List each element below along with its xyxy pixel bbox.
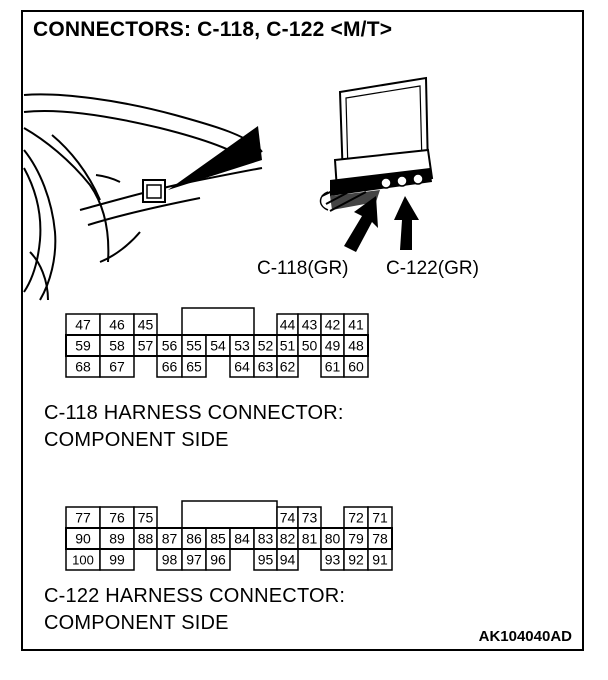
pin-number: 82 (280, 531, 296, 547)
pin-number: 98 (162, 552, 178, 568)
connector-key (181, 500, 278, 529)
callout-c118: C-118(GR) (257, 258, 349, 279)
pin-number: 93 (325, 552, 341, 568)
pin-number: 57 (138, 338, 154, 354)
pin-number: 62 (280, 359, 296, 375)
pin-number: 49 (325, 338, 341, 354)
pin-number: 97 (186, 552, 202, 568)
pin-number: 100 (72, 553, 94, 568)
pin-number: 92 (348, 552, 364, 568)
pin-number: 53 (234, 338, 250, 354)
pin-number: 78 (372, 531, 388, 547)
arrow-c118 (344, 196, 378, 252)
pin-number: 89 (109, 531, 125, 547)
pin-number: 85 (210, 531, 226, 547)
pin-number: 95 (258, 552, 274, 568)
pin-number: 90 (75, 531, 91, 547)
pin-number: 77 (75, 510, 91, 526)
pin-number: 50 (302, 338, 318, 354)
connector-c-122-pins: 77 76 75 74 73 72 71 90 89 88 87 86 85 84 83 82 81 80 79 78… (65, 500, 393, 571)
dashboard-illustration (23, 93, 263, 301)
connector-c-118-pins: 47 46 45 44 43 42 41 59 58 57 56 55 54 53 52 51 50 49 48 68… (65, 307, 369, 378)
pin-number: 56 (162, 338, 178, 354)
pin-number: 74 (280, 510, 296, 526)
figure-code: AK104040AD (478, 628, 572, 645)
pin-number: 76 (109, 510, 125, 526)
pin-number: 48 (348, 338, 364, 354)
pin-number: 81 (302, 531, 318, 547)
connector-outline (65, 334, 369, 357)
pin-number: 83 (258, 531, 274, 547)
pin-number: 45 (138, 317, 154, 333)
connector-c122-title-line2: COMPONENT SIDE (44, 612, 229, 634)
diagram-frame (21, 10, 584, 651)
pin-number: 71 (372, 510, 388, 526)
pin-number: 44 (280, 317, 296, 333)
pin-number: 58 (109, 338, 125, 354)
pin-number: 66 (162, 359, 178, 375)
pin-number: 75 (138, 510, 154, 526)
pin-number: 55 (186, 338, 202, 354)
connector-c122-title: C-122 HARNESS CONNECTOR: COMPONENT SIDE (44, 583, 345, 637)
pin-number: 79 (348, 531, 364, 547)
connector-c118-title-line1: C-118 HARNESS CONNECTOR: (44, 402, 344, 424)
pin-number: 47 (75, 317, 91, 333)
callout-c122: C-122(GR) (386, 258, 479, 279)
connector-c118-title-line2: COMPONENT SIDE (44, 429, 229, 451)
pin-number: 67 (109, 359, 125, 375)
pin-number: 52 (258, 338, 274, 354)
pin-number: 88 (138, 531, 154, 547)
connector-c122-title-line1: C-122 HARNESS CONNECTOR: (44, 585, 346, 607)
ecu-illustration (319, 76, 434, 212)
connector-c118-title: C-118 HARNESS CONNECTOR: COMPONENT SIDE (44, 400, 344, 454)
pin-number: 43 (302, 317, 318, 333)
pin-number: 80 (325, 531, 341, 547)
pin-number: 65 (186, 359, 202, 375)
pin-number: 91 (372, 552, 388, 568)
pin-number: 41 (348, 317, 364, 333)
page-title: CONNECTORS: C-118, C-122 <M/T> (33, 18, 393, 41)
pin-number: 46 (109, 317, 125, 333)
connector-outline (65, 527, 393, 550)
pin-number: 63 (258, 359, 274, 375)
pin-number: 64 (234, 359, 250, 375)
pin-number: 99 (109, 552, 125, 568)
connector-location-marker (142, 126, 262, 203)
pin-number: 59 (75, 338, 91, 354)
pin-number: 42 (325, 317, 341, 333)
pin-number: 87 (162, 531, 178, 547)
pin-number: 61 (325, 359, 341, 375)
pin-number: 68 (75, 359, 91, 375)
pin-number: 86 (186, 531, 202, 547)
pin-number: 84 (234, 531, 250, 547)
pin-number: 54 (210, 338, 226, 354)
arrow-c122 (394, 196, 419, 250)
pin-number: 51 (280, 338, 296, 354)
pin-number: 72 (348, 510, 364, 526)
pin-number: 94 (280, 552, 296, 568)
pin-number: 96 (210, 552, 226, 568)
pin-number: 73 (302, 510, 318, 526)
pin-number: 60 (348, 359, 364, 375)
connector-key (181, 307, 255, 336)
